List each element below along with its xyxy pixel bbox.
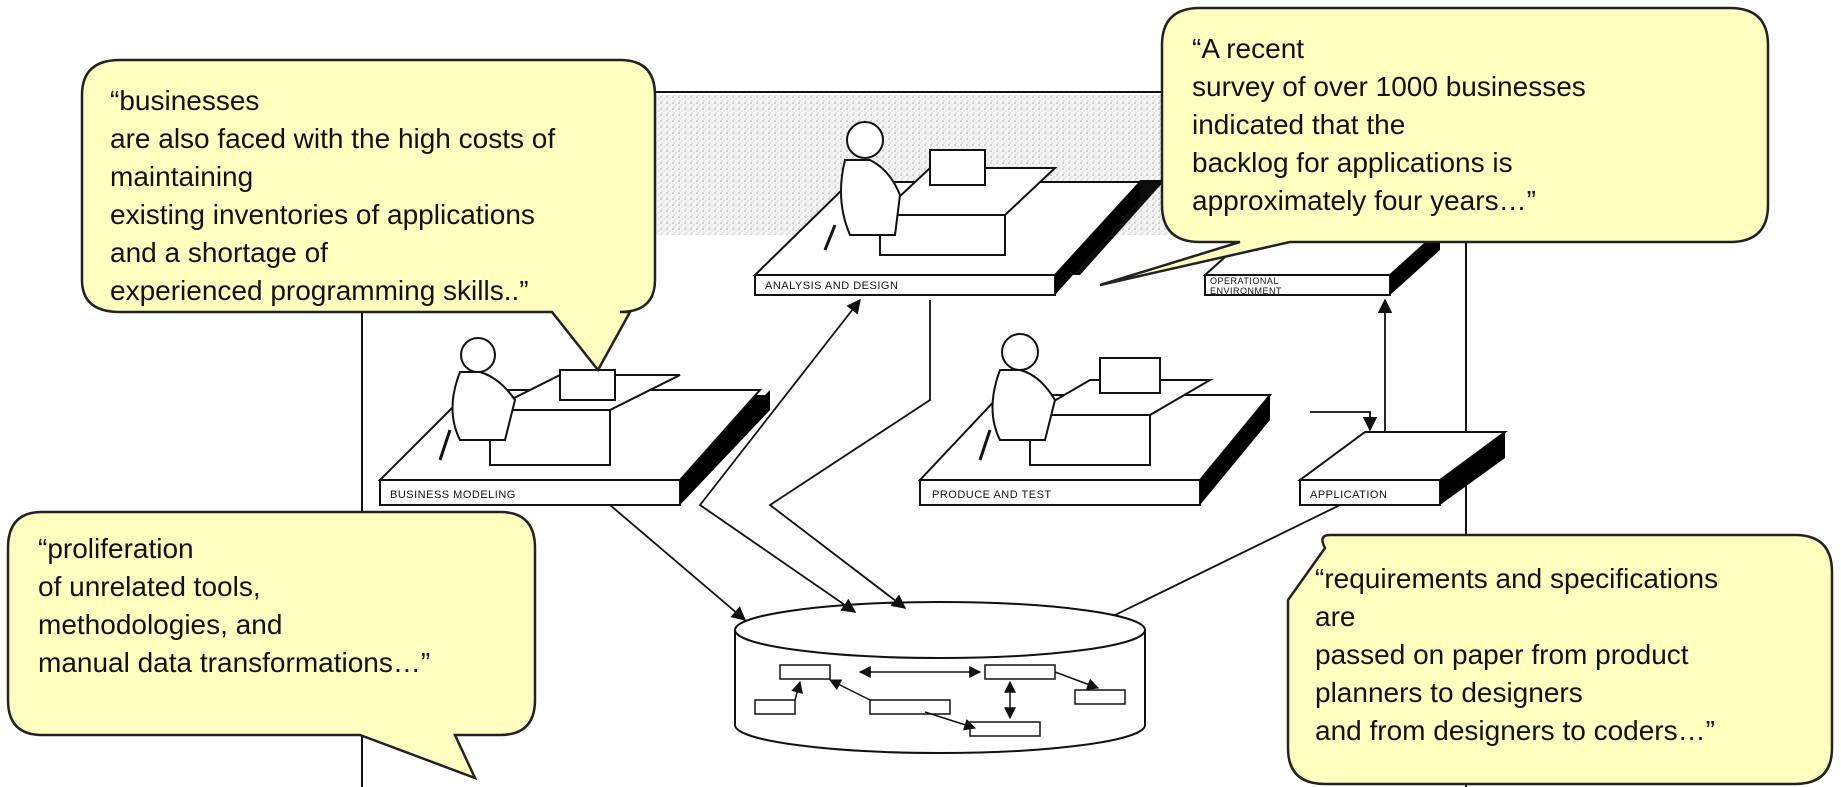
station-application: APPLICATION xyxy=(1296,431,1509,506)
callout-maintenance: “businesses are also faced with the high… xyxy=(80,58,657,373)
callout-backlog-line-3: indicated that the xyxy=(1192,109,1405,140)
callout-requirements-line-1: “requirements and specifications xyxy=(1315,563,1718,594)
callout-requirements-line-3: passed on paper from product xyxy=(1315,639,1689,670)
callout-backlog-line-4: backlog for applications is xyxy=(1192,147,1513,178)
flow-arrows xyxy=(609,298,1393,621)
station-label-application: APPLICATION xyxy=(1310,489,1387,501)
callout-maintenance-line-2: are also faced with the high costs of xyxy=(110,123,555,154)
callout-proliferation-line-1: “proliferation xyxy=(38,533,194,564)
station-business-modeling: BUSINESS MODELING xyxy=(377,337,770,506)
callout-maintenance-line-6: experienced programming skills..” xyxy=(110,275,529,306)
station-label-produce-test: PRODUCE AND TEST xyxy=(932,489,1052,501)
callout-requirements-line-5: and from designers to coders…” xyxy=(1315,715,1715,746)
callout-backlog: “A recent survey of over 1000 businesses… xyxy=(1099,6,1770,287)
station-analysis-design: ANALYSIS AND DESIGN xyxy=(752,121,1165,296)
callout-maintenance-line-1: “businesses xyxy=(110,85,259,116)
callout-requirements-line-4: planners to designers xyxy=(1315,677,1583,708)
callout-maintenance-line-3: maintaining xyxy=(110,161,253,192)
station-label-operational-1: OPERATIONAL xyxy=(1210,276,1279,286)
callout-proliferation-line-4: manual data transformations…” xyxy=(38,647,430,678)
callout-requirements-line-2: are xyxy=(1315,601,1355,632)
station-label-operational-2: ENVIRONMENT xyxy=(1210,286,1282,296)
repository-cylinder xyxy=(734,601,1146,754)
callout-backlog-line-2: survey of over 1000 businesses xyxy=(1192,71,1586,102)
station-label-business-modeling: BUSINESS MODELING xyxy=(390,489,516,501)
station-produce-test: PRODUCE AND TEST xyxy=(917,333,1273,506)
callout-proliferation-line-3: methodologies, and xyxy=(38,609,282,640)
callout-backlog-line-1: “A recent xyxy=(1192,33,1304,64)
station-label-analysis-design: ANALYSIS AND DESIGN xyxy=(765,280,898,292)
callout-proliferation: “proliferation of unrelated tools, metho… xyxy=(6,510,537,781)
callout-backlog-line-5: approximately four years…” xyxy=(1192,185,1536,216)
callout-maintenance-line-4: existing inventories of applications xyxy=(110,199,535,230)
callout-maintenance-line-5: and a shortage of xyxy=(110,237,328,268)
callout-requirements: “requirements and specifications are pas… xyxy=(1286,533,1834,786)
callout-proliferation-line-2: of unrelated tools, xyxy=(38,571,261,602)
